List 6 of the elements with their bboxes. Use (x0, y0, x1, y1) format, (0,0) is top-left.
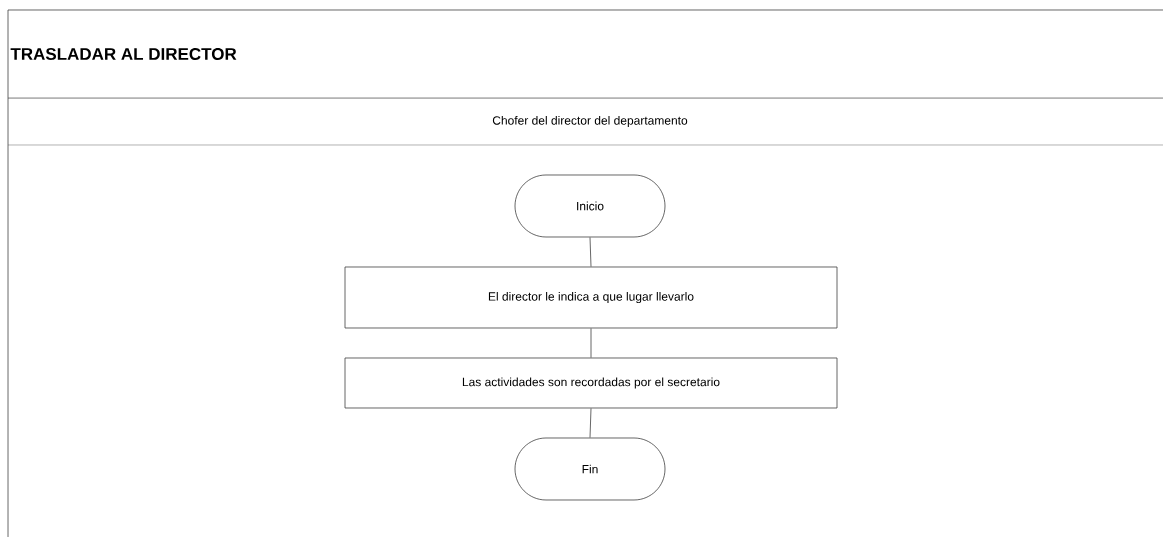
connector-line (590, 328, 592, 358)
title: TRASLADAR AL DIRECTOR (10, 48, 237, 60)
connector-line (589, 237, 592, 267)
process-box: El director le indica a que lugar llevarlo (344, 266, 838, 329)
connector-line (589, 408, 592, 438)
process-box: Las actividades son recordadas por el secretario (344, 357, 838, 409)
